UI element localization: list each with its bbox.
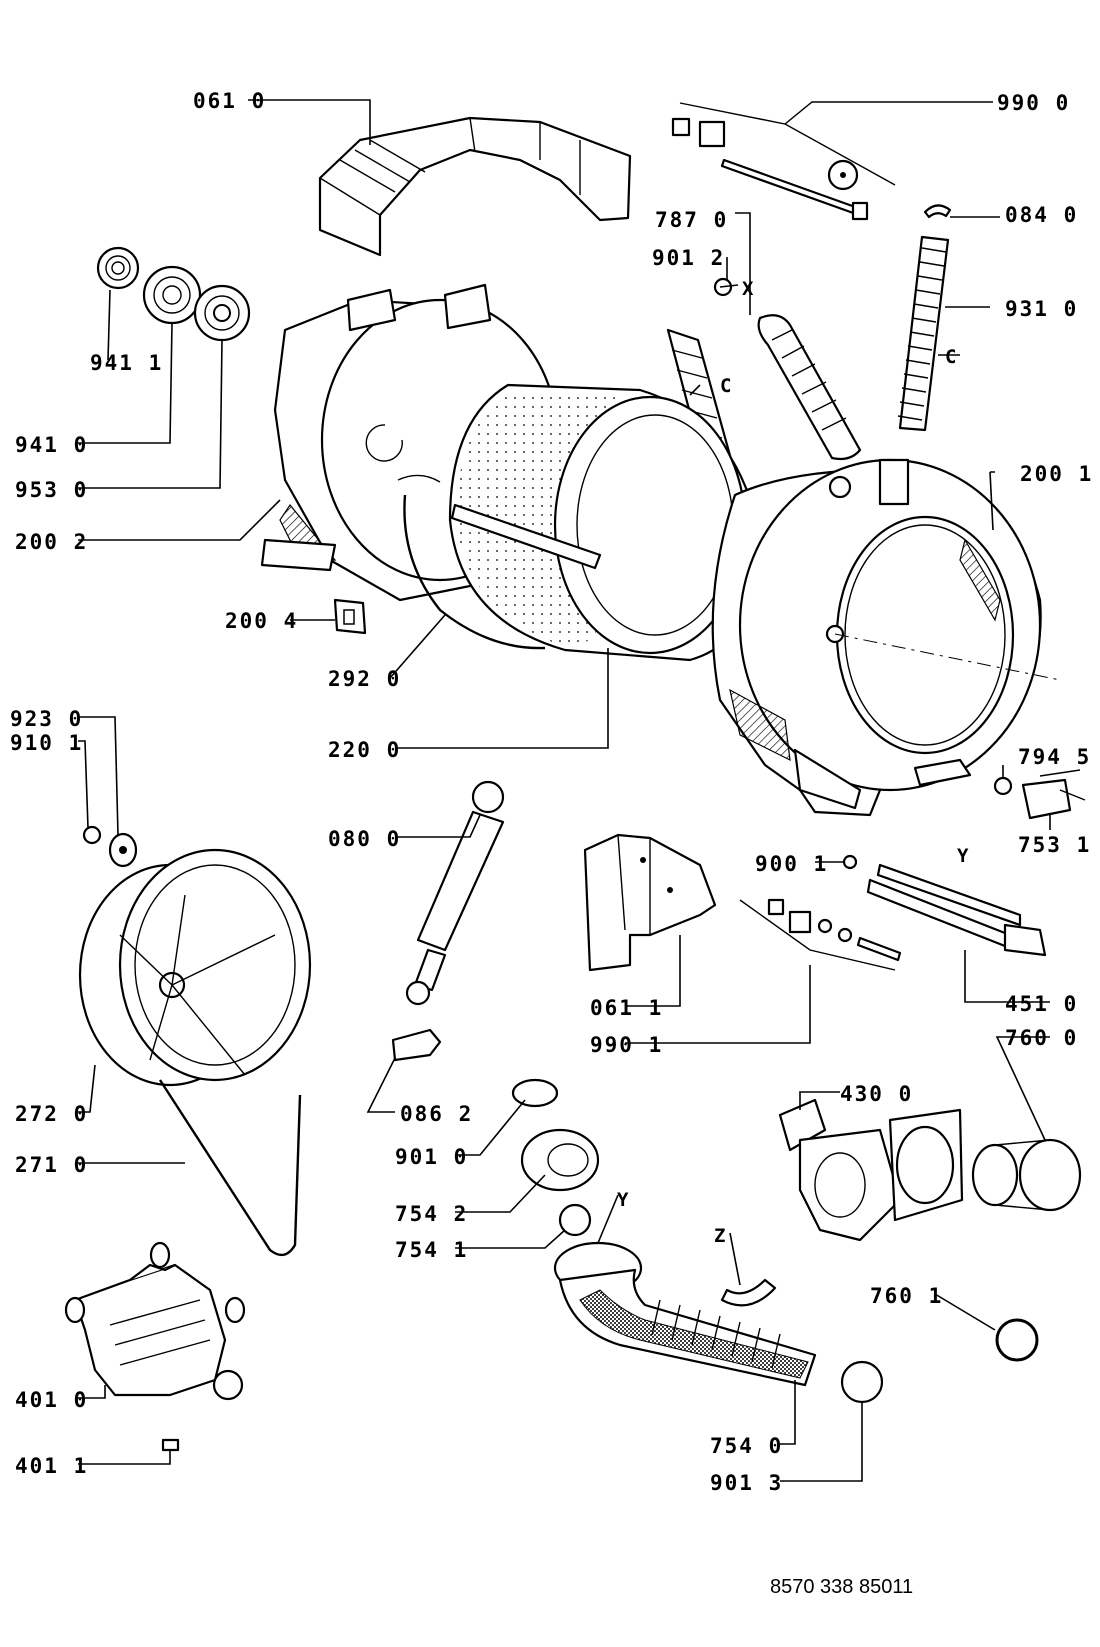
label-990-1: 990 1 bbox=[590, 1033, 663, 1057]
drum-pulley-part bbox=[78, 848, 312, 1087]
pulley-nut-part bbox=[82, 825, 102, 845]
label-x: X bbox=[742, 278, 754, 300]
hose-clip-part bbox=[923, 204, 952, 219]
label-084-0: 084 0 bbox=[1005, 203, 1078, 227]
bearing-small-part bbox=[96, 246, 140, 290]
sump-hose-part bbox=[553, 1241, 817, 1387]
hose-clamp-part bbox=[840, 1360, 884, 1404]
counterweight-part bbox=[583, 833, 717, 972]
ball-valve-part bbox=[558, 1203, 592, 1237]
label-430-0: 430 0 bbox=[840, 1082, 913, 1106]
label-760-1: 760 1 bbox=[870, 1284, 943, 1308]
label-900-1: 900 1 bbox=[755, 852, 828, 876]
label-910-1: 910 1 bbox=[10, 731, 83, 755]
suspension-spring-right-part bbox=[897, 235, 950, 432]
label-c-left: C bbox=[720, 375, 731, 397]
label-z: Z bbox=[714, 1225, 725, 1247]
tub-seal-ring-part bbox=[403, 494, 546, 650]
leader-lines bbox=[78, 99, 1051, 1482]
label-220-0: 220 0 bbox=[328, 738, 401, 762]
motor-part bbox=[64, 1241, 246, 1401]
label-y-sump: Y bbox=[617, 1189, 629, 1211]
sump-clamp-part bbox=[511, 1078, 559, 1108]
label-080-0: 080 0 bbox=[328, 827, 401, 851]
label-401-0: 401 0 bbox=[15, 1388, 88, 1412]
bellows-hose-part bbox=[713, 277, 862, 461]
tie-rod-kit-part bbox=[671, 101, 993, 221]
small-hose-part bbox=[720, 1278, 777, 1307]
label-753-1: 753 1 bbox=[1018, 833, 1091, 857]
pulley-washer-part bbox=[108, 832, 138, 868]
drive-belt-part bbox=[158, 1079, 302, 1257]
label-y-tub: Y bbox=[957, 845, 969, 867]
label-901-3: 901 3 bbox=[710, 1471, 783, 1495]
fixing-kit-part bbox=[739, 898, 902, 971]
tub-clip-part bbox=[333, 598, 367, 635]
label-923-0: 923 0 bbox=[10, 707, 83, 731]
front-tub-half-part bbox=[711, 458, 1061, 817]
drum-part bbox=[448, 383, 762, 662]
label-941-0: 941 0 bbox=[15, 433, 88, 457]
label-061-1: 061 1 bbox=[590, 996, 663, 1020]
label-451-0: 451 0 bbox=[1005, 992, 1078, 1016]
label-401-1: 401 1 bbox=[15, 1454, 88, 1478]
shock-absorber-part bbox=[405, 780, 505, 1006]
label-754-1: 754 1 bbox=[395, 1238, 468, 1262]
drain-filter-part bbox=[971, 1138, 1082, 1212]
shock-bracket-part bbox=[391, 1028, 442, 1062]
label-292-0: 292 0 bbox=[328, 667, 401, 691]
label-931-0: 931 0 bbox=[1005, 297, 1078, 321]
drain-pump-part bbox=[778, 1098, 964, 1242]
label-787-0: 787 0 bbox=[655, 208, 728, 232]
label-200-2: 200 2 bbox=[15, 530, 88, 554]
motor-clip-part bbox=[161, 1438, 180, 1452]
label-901-0: 901 0 bbox=[395, 1145, 468, 1169]
label-794-5: 794 5 bbox=[1018, 745, 1091, 769]
shaft-seal-part bbox=[193, 284, 251, 342]
top-cover-part bbox=[318, 116, 632, 257]
label-901-2: 901 2 bbox=[652, 246, 725, 270]
label-c-right: C bbox=[945, 346, 956, 368]
label-061-0: 061 0 bbox=[193, 89, 266, 113]
label-754-0: 754 0 bbox=[710, 1434, 783, 1458]
sump-seal-part bbox=[520, 1128, 600, 1192]
drawing-reference-code: 8570 338 85011 bbox=[770, 1576, 914, 1598]
heating-element-part bbox=[866, 863, 1047, 957]
label-272-0: 272 0 bbox=[15, 1102, 88, 1126]
label-086-2: 086 2 bbox=[400, 1102, 473, 1126]
label-990-0: 990 0 bbox=[997, 91, 1070, 115]
label-271-0: 271 0 bbox=[15, 1153, 88, 1177]
label-200-1: 200 1 bbox=[1020, 462, 1093, 486]
screw-part bbox=[842, 854, 858, 870]
label-754-2: 754 2 bbox=[395, 1202, 468, 1226]
bearing-large-part bbox=[142, 265, 202, 325]
label-200-4: 200 4 bbox=[225, 609, 298, 633]
label-941-1: 941 1 bbox=[90, 351, 163, 375]
label-760-0: 760 0 bbox=[1005, 1026, 1078, 1050]
filter-o-ring-part bbox=[995, 1318, 1039, 1362]
level-switch-part bbox=[993, 769, 1086, 820]
label-953-0: 953 0 bbox=[15, 478, 88, 502]
